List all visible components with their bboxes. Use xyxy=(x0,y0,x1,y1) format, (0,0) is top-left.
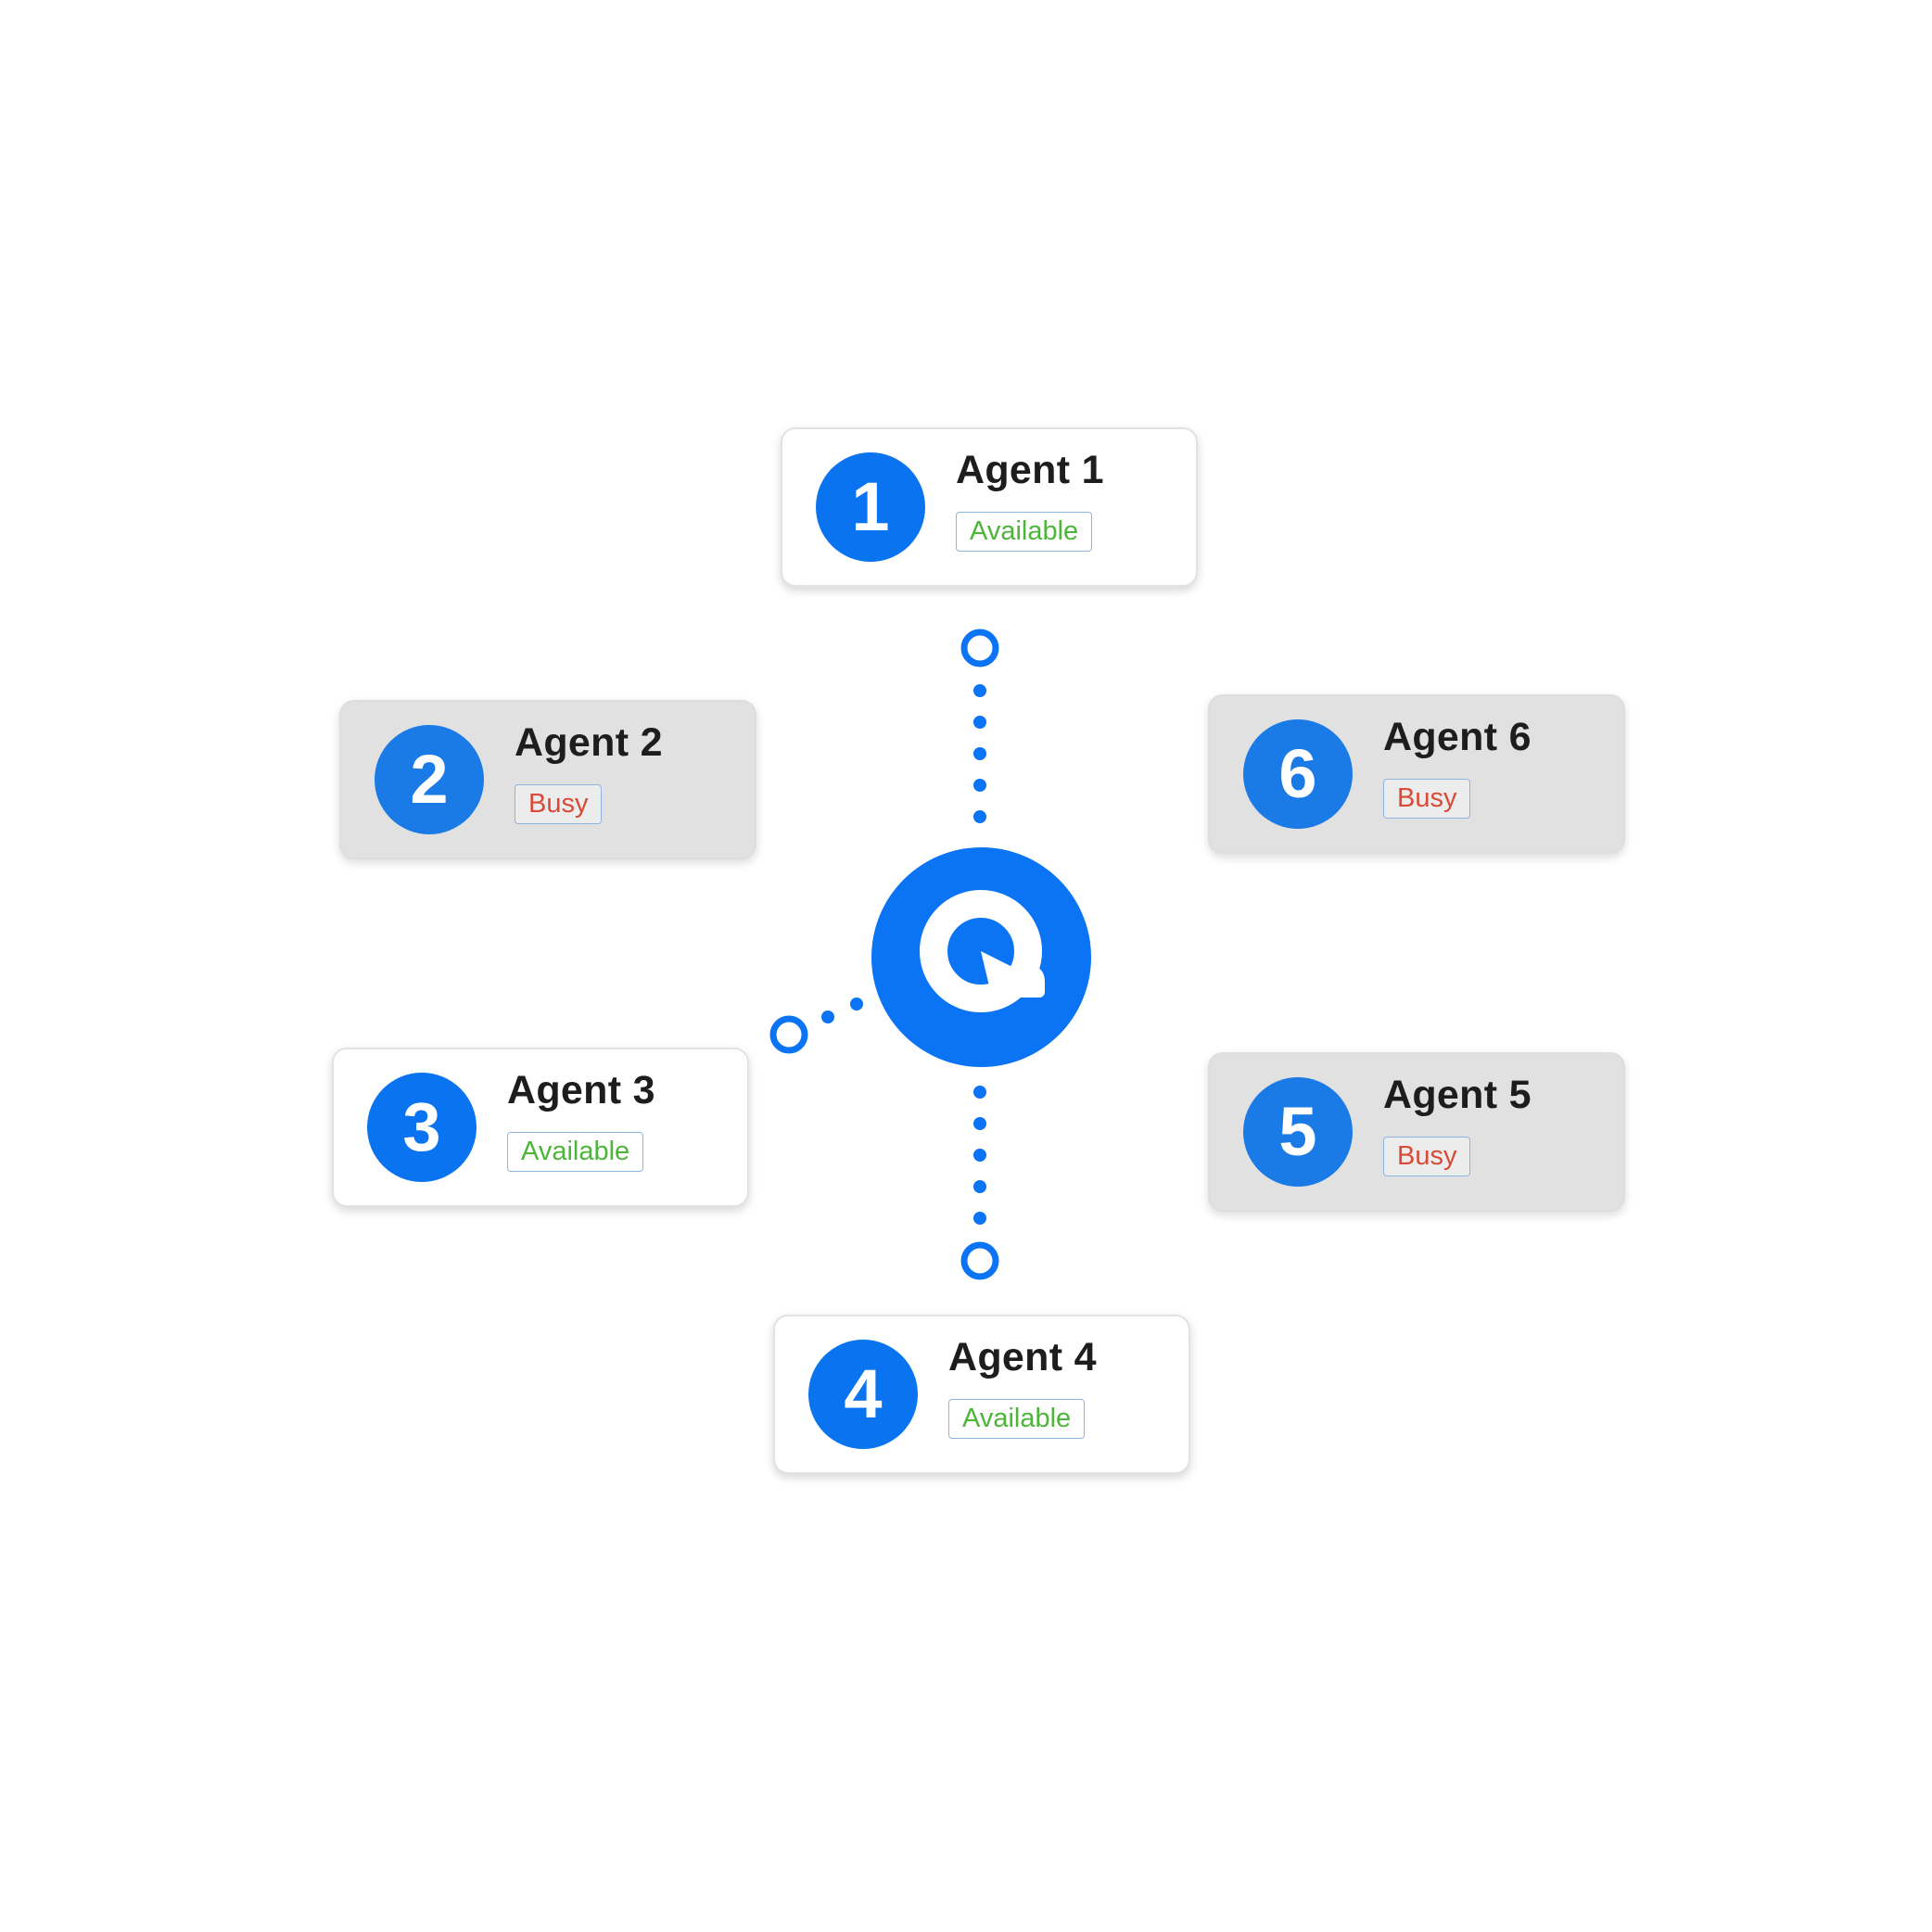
connector-ring xyxy=(769,1015,808,1054)
agent-name: Agent 5 xyxy=(1383,1073,1532,1117)
connector-dot xyxy=(973,1149,986,1162)
agent-name: Agent 6 xyxy=(1383,715,1532,759)
agent-card-6[interactable]: 6 Agent 6 Busy xyxy=(1208,694,1625,854)
agent-number-badge: 4 xyxy=(808,1340,918,1449)
connector-dot xyxy=(973,1117,986,1130)
agent-name: Agent 4 xyxy=(948,1335,1097,1379)
connector-bottom xyxy=(960,1086,999,1280)
agent-card-2[interactable]: 2 Agent 2 Busy xyxy=(339,700,756,859)
connector-dot xyxy=(973,1212,986,1225)
agent-card-5[interactable]: 5 Agent 5 Busy xyxy=(1208,1052,1625,1212)
connector-dot xyxy=(973,1086,986,1099)
connector-dot xyxy=(850,998,863,1010)
connector-dot xyxy=(973,810,986,823)
agent-number-badge: 2 xyxy=(375,725,484,834)
agent-name: Agent 3 xyxy=(507,1068,655,1112)
connector-ring xyxy=(960,629,999,667)
connector-dot xyxy=(973,716,986,729)
agent-card-1[interactable]: 1 Agent 1 Available xyxy=(781,427,1198,587)
agent-number-badge: 6 xyxy=(1243,719,1353,829)
agent-number-badge: 1 xyxy=(816,452,925,562)
status-badge: Busy xyxy=(515,784,603,824)
connector-dot xyxy=(821,1010,834,1023)
status-badge: Busy xyxy=(1383,779,1471,819)
connector-dot xyxy=(973,1180,986,1193)
status-badge: Available xyxy=(507,1132,644,1172)
status-badge: Busy xyxy=(1383,1137,1471,1176)
status-badge: Available xyxy=(956,512,1093,552)
connector-dot xyxy=(973,779,986,792)
q-logo-icon xyxy=(920,890,1045,1012)
agent-name: Agent 1 xyxy=(956,448,1104,492)
connector-dot xyxy=(973,747,986,760)
connector-top xyxy=(960,629,999,823)
status-badge: Available xyxy=(948,1399,1086,1439)
agent-number-badge: 3 xyxy=(367,1073,477,1182)
agent-card-3[interactable]: 3 Agent 3 Available xyxy=(332,1048,749,1207)
connector-left xyxy=(769,998,863,1054)
agent-card-4[interactable]: 4 Agent 4 Available xyxy=(773,1315,1190,1474)
connector-ring xyxy=(960,1241,999,1280)
connector-dot xyxy=(973,684,986,697)
central-hub xyxy=(871,847,1091,1067)
agent-number-badge: 5 xyxy=(1243,1077,1353,1187)
agent-name: Agent 2 xyxy=(515,720,663,765)
